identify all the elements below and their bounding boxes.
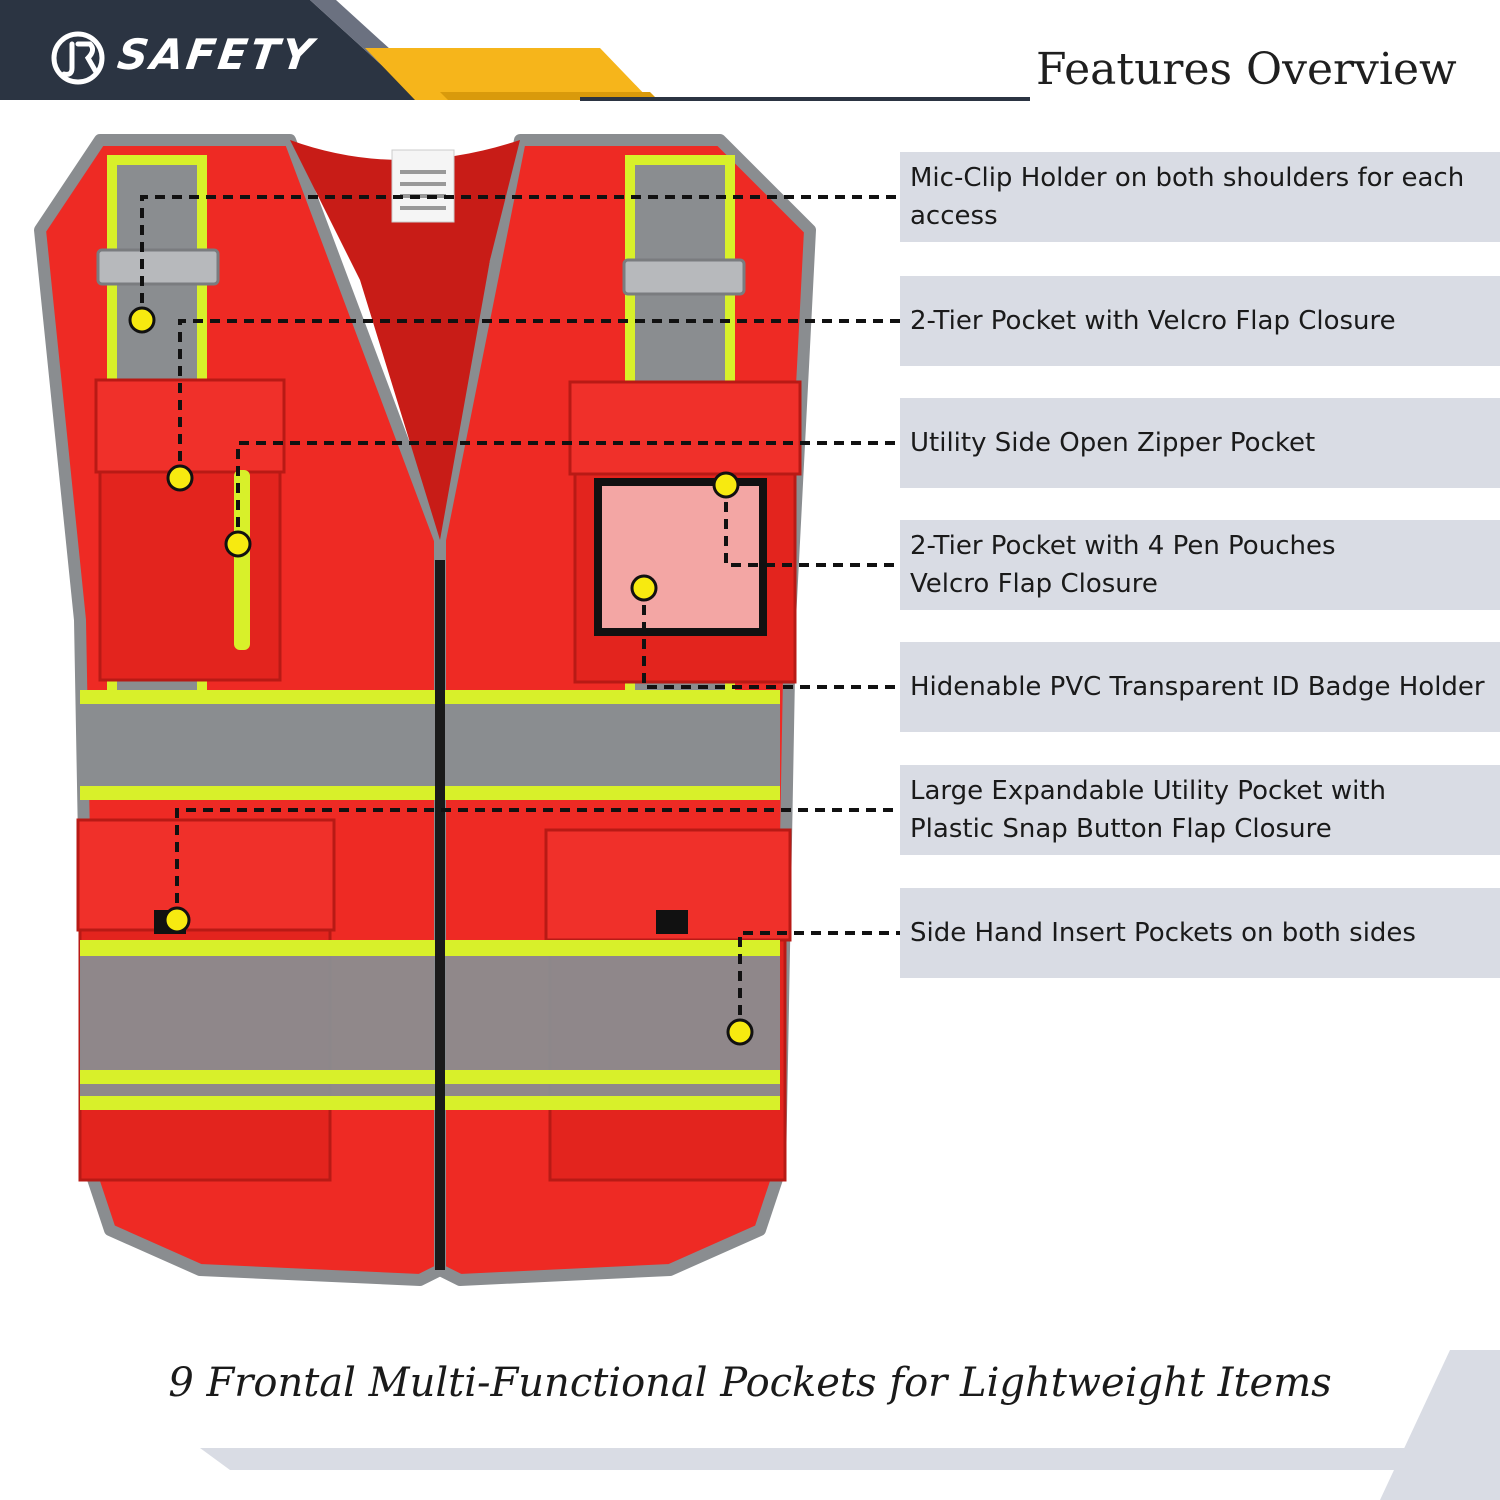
feature-box-mic-clip: Mic-Clip Holder on both shoulders for ea… (900, 152, 1500, 242)
right-snap-button (656, 910, 688, 934)
logo-monogram-icon (61, 41, 99, 77)
left-chest-flap (94, 378, 286, 474)
feature-box-hand-pocket: Side Hand Insert Pockets on both sides (900, 888, 1500, 978)
right-chest-flap (568, 380, 802, 476)
vest-label-line (400, 206, 446, 210)
vest-label-line (400, 170, 446, 174)
caption-band-bottom-shape (200, 1448, 1500, 1470)
waist-reflective-band (80, 940, 780, 1110)
left-zipper-trim (234, 470, 250, 650)
left-lower-flap (76, 818, 336, 932)
feature-box-chest-pocket: 2-Tier Pocket with Velcro Flap Closure (900, 276, 1500, 366)
feature-label: 2-Tier Pocket with 4 Pen Pouches Velcro … (910, 531, 1336, 599)
title-underline (580, 97, 1030, 101)
waist-band-trim-middle (80, 1070, 780, 1084)
waist-band-trim-bottom (80, 1096, 780, 1110)
right-mic-clip (622, 258, 746, 296)
logo-ring-icon (51, 31, 105, 85)
brand-logo (51, 31, 105, 85)
id-badge-window (594, 478, 767, 636)
caption-band (200, 1350, 1500, 1500)
header-yellow-stripe (365, 48, 650, 100)
safety-vest-image (34, 134, 816, 1286)
header-navy-shape (0, 0, 420, 100)
brand-name: SAFETY (114, 30, 319, 79)
chest-reflective-band (80, 690, 780, 800)
feature-box-pen-pouches: 2-Tier Pocket with 4 Pen Pouches Velcro … (900, 520, 1500, 610)
vest-label-line (400, 182, 446, 186)
header-band (0, 0, 658, 100)
feature-label: Mic-Clip Holder on both shoulders for ea… (910, 163, 1465, 231)
feature-box-id-badge: Hidenable PVC Transparent ID Badge Holde… (900, 642, 1500, 732)
feature-box-zipper-pocket: Utility Side Open Zipper Pocket (900, 398, 1500, 488)
feature-label: Hidenable PVC Transparent ID Badge Holde… (910, 672, 1485, 702)
bottom-caption: 9 Frontal Multi-Functional Pockets for L… (168, 1360, 1332, 1406)
chest-band-trim-top (80, 690, 780, 704)
feature-label: Side Hand Insert Pockets on both sides (910, 918, 1416, 948)
page-title: Features Overview (1036, 44, 1457, 95)
feature-box-utility-pocket: Large Expandable Utility Pocket with Pla… (900, 765, 1500, 855)
vest-label-line (400, 194, 446, 198)
waist-band-trim-top (80, 940, 780, 956)
chest-band-trim-bottom (80, 786, 780, 800)
feature-label: Large Expandable Utility Pocket with Pla… (910, 776, 1387, 844)
feature-label: 2-Tier Pocket with Velcro Flap Closure (910, 306, 1396, 336)
left-mic-clip (96, 248, 220, 286)
left-snap-button (154, 910, 186, 934)
feature-label: Utility Side Open Zipper Pocket (910, 428, 1316, 458)
